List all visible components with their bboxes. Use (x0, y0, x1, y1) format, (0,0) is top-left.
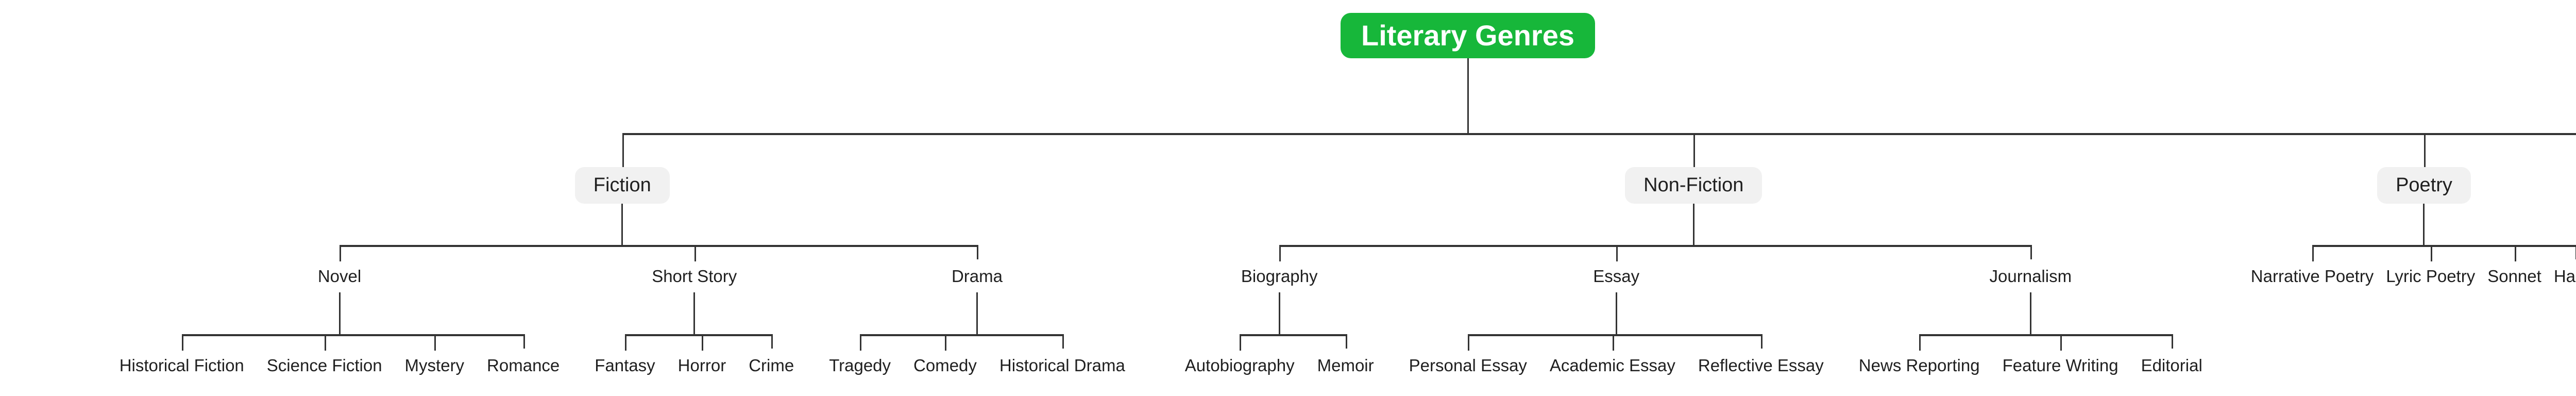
biography-children: Autobiography Memoir (1174, 292, 1385, 381)
leaf-fiction-drama-comedy: Comedy (902, 334, 990, 381)
leaf-fiction-drama-tragedy: Tragedy (818, 334, 904, 381)
leaf-lyric-poetry: Lyric Poetry (2380, 245, 2483, 292)
essay-children: Personal Essay Academic Essay Reflective… (1398, 292, 1835, 381)
branch-fiction: Fiction Novel Historical Fiction Science… (90, 133, 1157, 381)
node-horror: Horror (677, 355, 726, 375)
node-essay: Essay (1593, 267, 1640, 286)
leaf-personal-essay: Personal Essay (1398, 334, 1540, 381)
poetry-children: Narrative Poetry Lyric Poetry Sonnet Hai… (2245, 204, 2576, 292)
node-sonnet: Sonnet (2487, 267, 2541, 286)
short-story-children: Fantasy Horror Crime (583, 292, 805, 381)
branch-poetry: Poetry Narrative Poetry Lyric Poetry Son… (2232, 133, 2576, 292)
fiction-drama-children: Tragedy Comedy Historical Drama (818, 292, 1137, 381)
branch-essay: Essay Personal Essay Academic Essay Refl… (1391, 245, 1843, 381)
node-fiction: Fiction (574, 167, 670, 204)
leaf-news-reporting: News Reporting (1848, 334, 1993, 381)
node-reflective-essay: Reflective Essay (1698, 355, 1824, 375)
node-memoir: Memoir (1317, 355, 1374, 375)
literary-genres-tree-diagram: Literary Genres Fiction Novel Historical… (90, 0, 2576, 381)
leaf-memoir: Memoir (1306, 334, 1385, 381)
branch-literary-genres: Literary Genres Fiction Novel Historical… (90, 0, 2576, 381)
node-non-fiction: Non-Fiction (1625, 167, 1762, 204)
node-haiku: Haiku (2553, 267, 2576, 286)
node-crime: Crime (749, 355, 794, 375)
level-1-branches: Fiction Novel Historical Fiction Science… (90, 58, 2576, 381)
node-biography: Biography (1241, 267, 1318, 286)
branch-novel: Novel Historical Fiction Science Fiction… (102, 245, 579, 381)
branch-non-fiction: Non-Fiction Biography Autobiography Memo… (1155, 133, 2234, 381)
node-novel: Novel (317, 267, 362, 286)
leaf-science-fiction: Science Fiction (255, 334, 395, 381)
leaf-editorial: Editorial (2129, 334, 2214, 381)
leaf-horror: Horror (666, 334, 739, 381)
leaf-sonnet: Sonnet (2481, 245, 2549, 292)
node-short-story: Short Story (652, 267, 737, 286)
node-literary-genres: Literary Genres (1341, 13, 1595, 58)
leaf-historical-drama: Historical Drama (988, 334, 1137, 381)
node-fiction-drama-comedy: Comedy (913, 355, 977, 375)
leaf-feature-writing: Feature Writing (1991, 334, 2131, 381)
node-news-reporting: News Reporting (1858, 355, 1980, 375)
tree-root-level: Literary Genres Fiction Novel Historical… (90, 0, 2576, 381)
leaf-romance: Romance (476, 334, 571, 381)
node-academic-essay: Academic Essay (1549, 355, 1675, 375)
node-fantasy: Fantasy (595, 355, 655, 375)
node-journalism: Journalism (1989, 267, 2072, 286)
leaf-historical-fiction: Historical Fiction (108, 334, 257, 381)
novel-children: Historical Fiction Science Fiction Myste… (108, 292, 571, 381)
node-lyric-poetry: Lyric Poetry (2386, 267, 2476, 286)
node-historical-drama: Historical Drama (999, 355, 1125, 375)
node-fiction-drama: Drama (951, 267, 1003, 286)
fiction-children: Novel Historical Fiction Science Fiction… (102, 204, 1143, 381)
node-feature-writing: Feature Writing (2002, 355, 2119, 375)
node-narrative-poetry: Narrative Poetry (2250, 267, 2374, 286)
node-poetry: Poetry (2377, 167, 2471, 204)
leaf-mystery: Mystery (393, 334, 477, 381)
leaf-autobiography: Autobiography (1174, 334, 1308, 381)
leaf-narrative-poetry: Narrative Poetry (2245, 245, 2382, 292)
journalism-children: News Reporting Feature Writing Editorial (1848, 292, 2214, 381)
leaf-reflective-essay: Reflective Essay (1686, 334, 1835, 381)
node-autobiography: Autobiography (1184, 355, 1295, 375)
branch-journalism: Journalism News Reporting Feature Writin… (1841, 245, 2220, 381)
leaf-academic-essay: Academic Essay (1538, 334, 1688, 381)
node-editorial: Editorial (2141, 355, 2202, 375)
node-historical-fiction: Historical Fiction (119, 355, 244, 375)
branch-biography: Biography Autobiography Memoir (1167, 245, 1393, 381)
leaf-crime: Crime (737, 334, 805, 381)
node-personal-essay: Personal Essay (1409, 355, 1527, 375)
non-fiction-children: Biography Autobiography Memoir (1167, 204, 2220, 381)
branch-short-story: Short Story Fantasy Horror Crime (577, 245, 814, 381)
node-mystery: Mystery (404, 355, 465, 375)
node-fiction-drama-tragedy: Tragedy (829, 355, 891, 375)
node-romance: Romance (487, 355, 560, 375)
node-science-fiction: Science Fiction (266, 355, 382, 375)
branch-fiction-drama: Drama Tragedy Comedy Historical Drama (811, 245, 1143, 381)
leaf-fantasy: Fantasy (583, 334, 669, 381)
leaf-haiku: Haiku (2547, 245, 2576, 292)
